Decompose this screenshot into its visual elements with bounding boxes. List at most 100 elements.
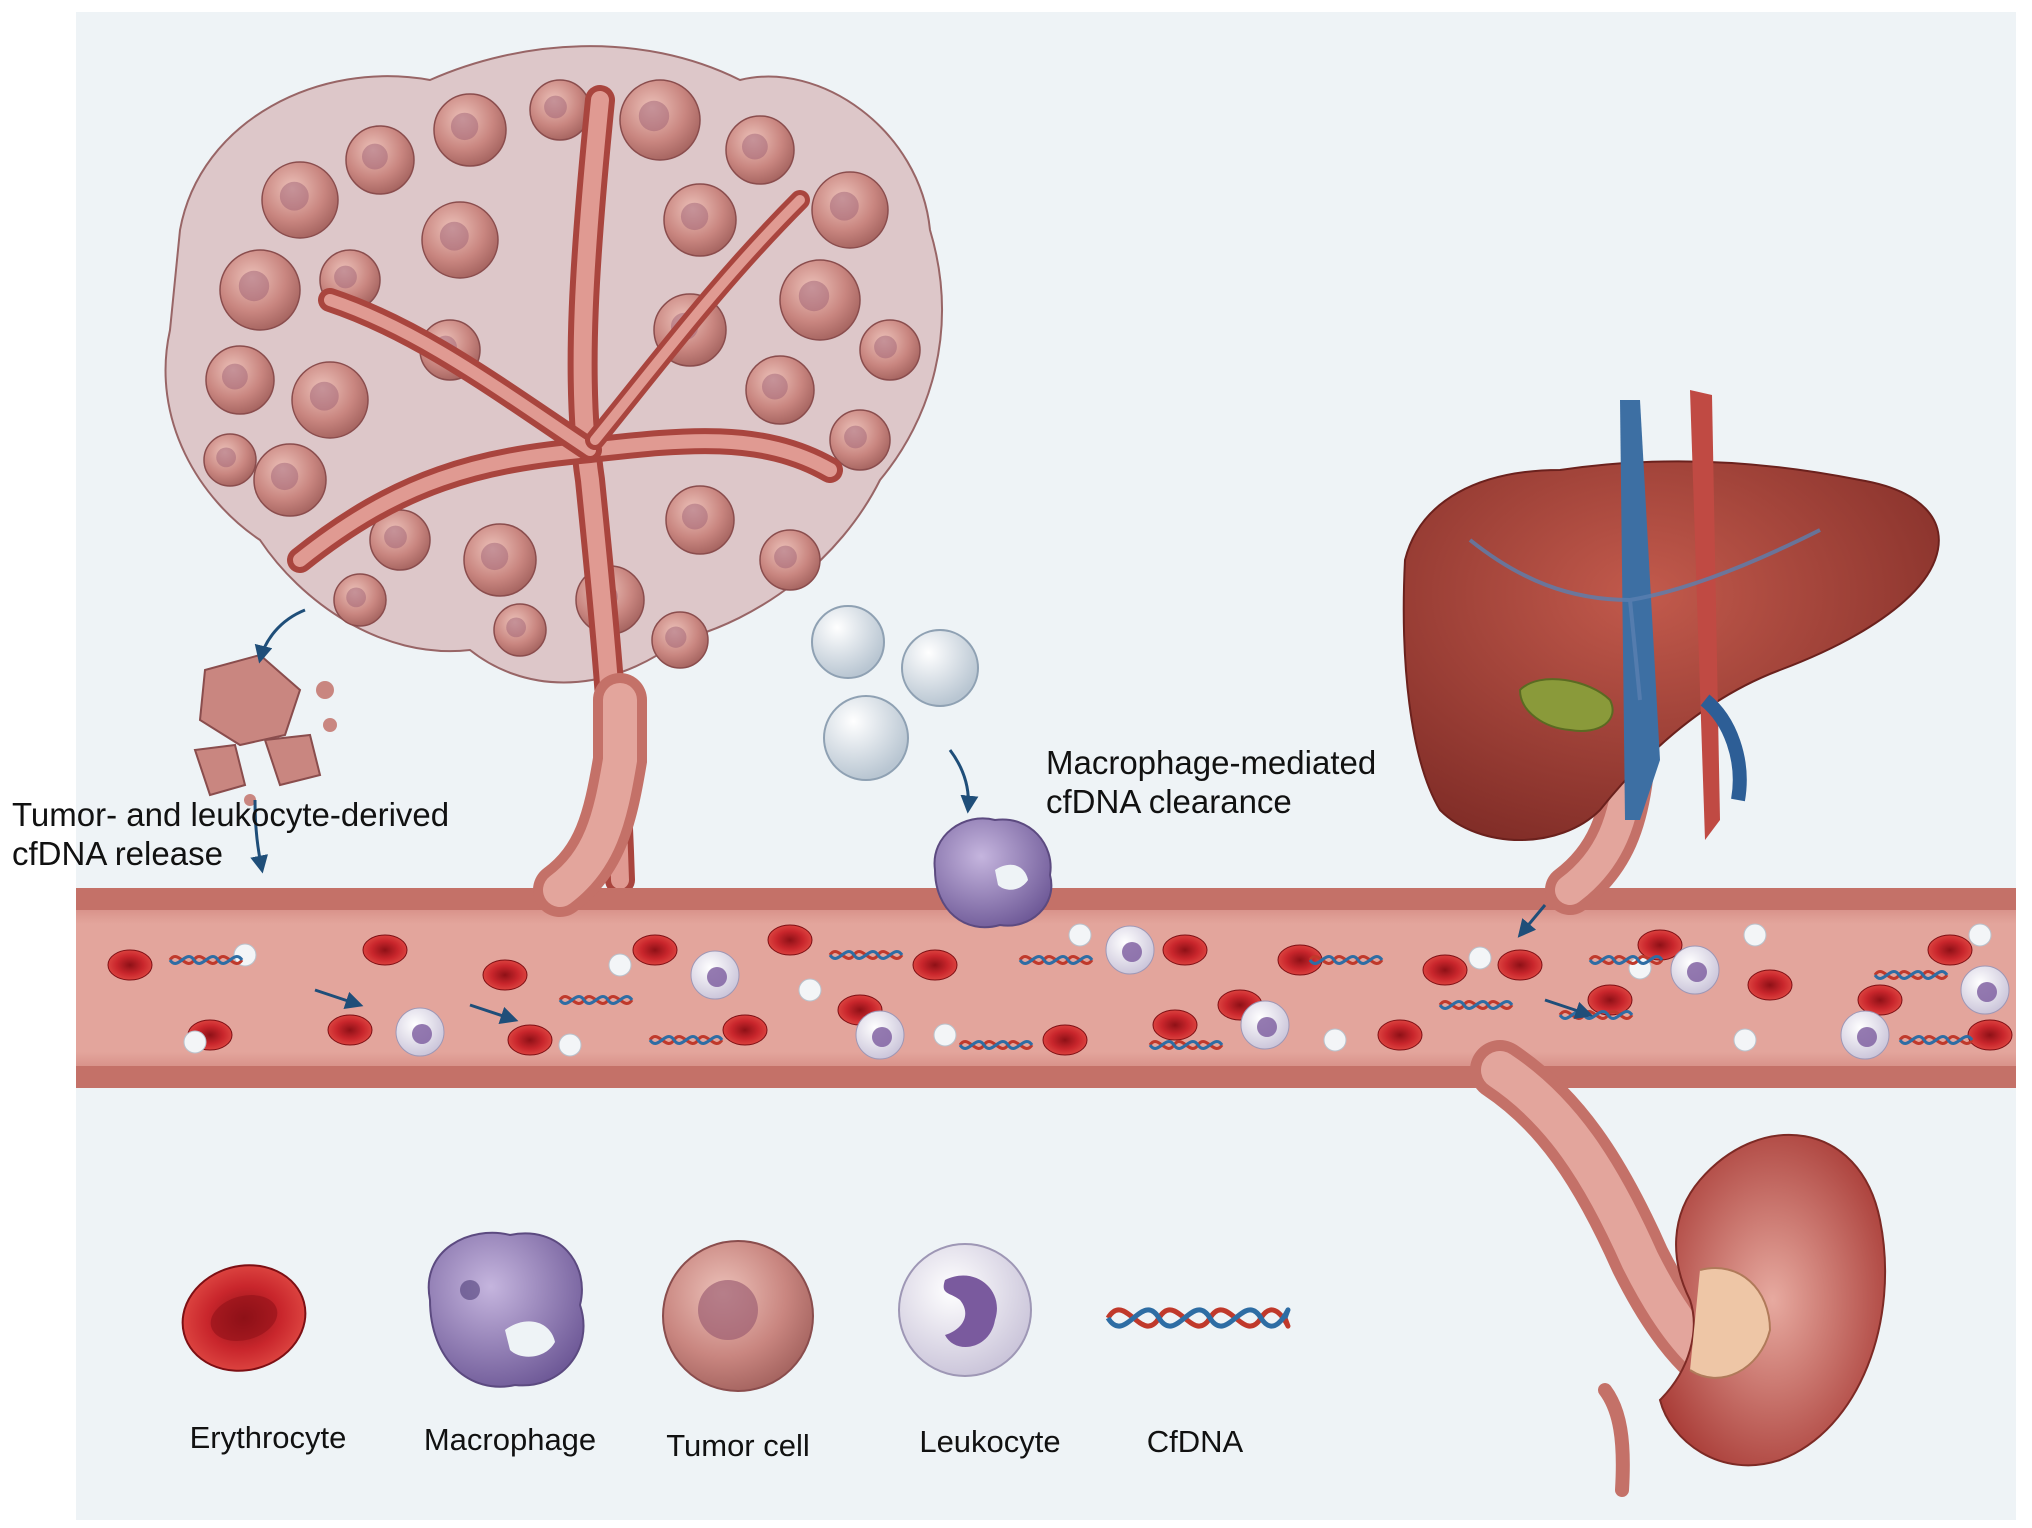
- tumor-cell-nucleus: [741, 133, 768, 160]
- vessel-erythrocyte: [1857, 984, 1903, 1016]
- vessel-erythrocyte: [1747, 969, 1793, 1001]
- vessel-cfdna: [558, 995, 634, 1005]
- tumor-cell: [663, 183, 737, 257]
- tumor-cell: [725, 115, 795, 185]
- vessel-platelet: [1743, 923, 1767, 947]
- tumor-cell-nucleus: [384, 525, 407, 549]
- tumor-cell-nucleus: [665, 626, 687, 648]
- vessel-leukocyte-nucleus: [1857, 1027, 1877, 1047]
- vessel-platelet: [1968, 923, 1992, 947]
- tumor-cell-nucleus: [238, 270, 270, 302]
- tumor-cell-nucleus: [638, 100, 670, 132]
- kidney-icon: [1598, 1133, 1887, 1497]
- vessel-platelet: [233, 943, 257, 967]
- vessel-platelet: [608, 953, 632, 977]
- tumor-cell: [203, 433, 257, 487]
- cfdna-vesicles: [811, 605, 979, 814]
- tumor-cell: [291, 361, 369, 439]
- tumor-cell: [779, 259, 861, 341]
- clearance-annotation-line2: cfDNA clearance: [1046, 782, 1292, 820]
- vessel-platelet: [558, 1033, 582, 1057]
- flow-arrow: [314, 988, 364, 1009]
- tumor-cell-nucleus: [774, 545, 797, 569]
- vessel-cfdna: [958, 1040, 1034, 1050]
- release-annotation-line1: Tumor- and leukocyte-derived: [12, 796, 450, 833]
- tumor-cell-nucleus: [346, 587, 366, 608]
- tumor-cell: [219, 249, 301, 331]
- vessel-cfdna: [648, 1035, 724, 1045]
- tumor-cell: [493, 603, 547, 657]
- vessel-cfdna: [828, 950, 904, 960]
- liver-icon: [1402, 390, 1940, 841]
- vessel-platelet: [1323, 1028, 1347, 1052]
- vessel-erythrocyte: [107, 949, 153, 981]
- tumor-cell-nucleus: [680, 202, 709, 231]
- flow-arrow: [469, 1003, 519, 1024]
- vessel-erythrocyte: [1587, 984, 1633, 1016]
- vessel-leukocyte-nucleus: [412, 1024, 432, 1044]
- vessel-cfdna: [1558, 1010, 1634, 1020]
- vessel-platelet: [798, 978, 822, 1002]
- tumor-cell: [253, 443, 327, 517]
- vessel-platelet: [183, 1030, 207, 1054]
- tumor-cell: [665, 485, 735, 555]
- vessel-erythrocyte: [362, 934, 408, 966]
- tumor-cell-nucleus: [798, 280, 830, 312]
- tumor-cell: [421, 201, 499, 279]
- vessel-leukocyte-nucleus: [707, 967, 727, 987]
- tumor-cell-nucleus: [334, 265, 357, 289]
- vessel-cfdna: [1873, 970, 1949, 980]
- tumor-cell: [651, 611, 709, 669]
- tumor-cell-nucleus: [309, 381, 339, 411]
- vessel-erythrocyte: [632, 934, 678, 966]
- vessel-erythrocyte: [722, 1014, 768, 1046]
- vessel-erythrocyte: [1162, 934, 1208, 966]
- vessel-cfdna: [1898, 1035, 1974, 1045]
- legend-tumor-cell-label: Tumor cell: [666, 1428, 810, 1463]
- tumor-cell-nucleus: [544, 95, 567, 119]
- vessel-platelet: [1733, 1028, 1757, 1052]
- macrophage-on-vessel: [933, 817, 1053, 929]
- legend-erythrocyte-label: Erythrocyte: [189, 1420, 347, 1455]
- tumor-cell-nucleus: [270, 462, 299, 491]
- tumor-cell: [333, 573, 387, 627]
- vessel-erythrocyte: [912, 949, 958, 981]
- clearance-annotation: Macrophage-mediated cfDNA clearance: [1046, 744, 1376, 822]
- vessel-cfdna: [1018, 955, 1094, 965]
- vessel-erythrocyte: [767, 924, 813, 956]
- vessel-erythrocyte: [1277, 944, 1323, 976]
- tumor-cell-nucleus: [439, 221, 469, 251]
- release-annotation-line2: cfDNA release: [12, 834, 223, 872]
- vessel-erythrocyte: [1152, 1009, 1198, 1041]
- tumor-cell-nucleus: [480, 542, 509, 571]
- tumor-cell: [759, 529, 821, 591]
- tumor-cell-nucleus: [761, 373, 788, 400]
- vessel-cfdna: [1308, 955, 1384, 965]
- vessel-erythrocyte: [1637, 929, 1683, 961]
- vessel-erythrocyte: [1927, 934, 1973, 966]
- flow-arrow: [1517, 904, 1547, 938]
- tumor-cell: [859, 319, 921, 381]
- flow-arrow: [1544, 998, 1594, 1019]
- vessel-platelet: [933, 1023, 957, 1047]
- vessel-cfdna: [1438, 1000, 1514, 1010]
- vessel-erythrocyte: [482, 959, 528, 991]
- tumor-cell-nucleus: [279, 181, 309, 211]
- legend-macrophage-label: Macrophage: [423, 1422, 597, 1457]
- tumor-cell: [811, 171, 889, 249]
- vessel-platelet: [1068, 923, 1092, 947]
- vessel-leukocyte-nucleus: [1977, 982, 1997, 1002]
- vessel-erythrocyte: [1967, 1019, 2013, 1051]
- tumor-cell-nucleus: [874, 335, 897, 359]
- blood-vessel-icon: [76, 673, 2016, 1380]
- vessel-leukocyte-nucleus: [1122, 942, 1142, 962]
- vessel-erythrocyte: [327, 1014, 373, 1046]
- erythrocyte-icon: [181, 1264, 307, 1372]
- leukocyte-icon: [898, 1243, 1032, 1377]
- vessel-erythrocyte: [1042, 1024, 1088, 1056]
- vessel-erythrocyte: [1422, 954, 1468, 986]
- tumor-cell: [619, 79, 701, 161]
- vessel-platelet: [1468, 946, 1492, 970]
